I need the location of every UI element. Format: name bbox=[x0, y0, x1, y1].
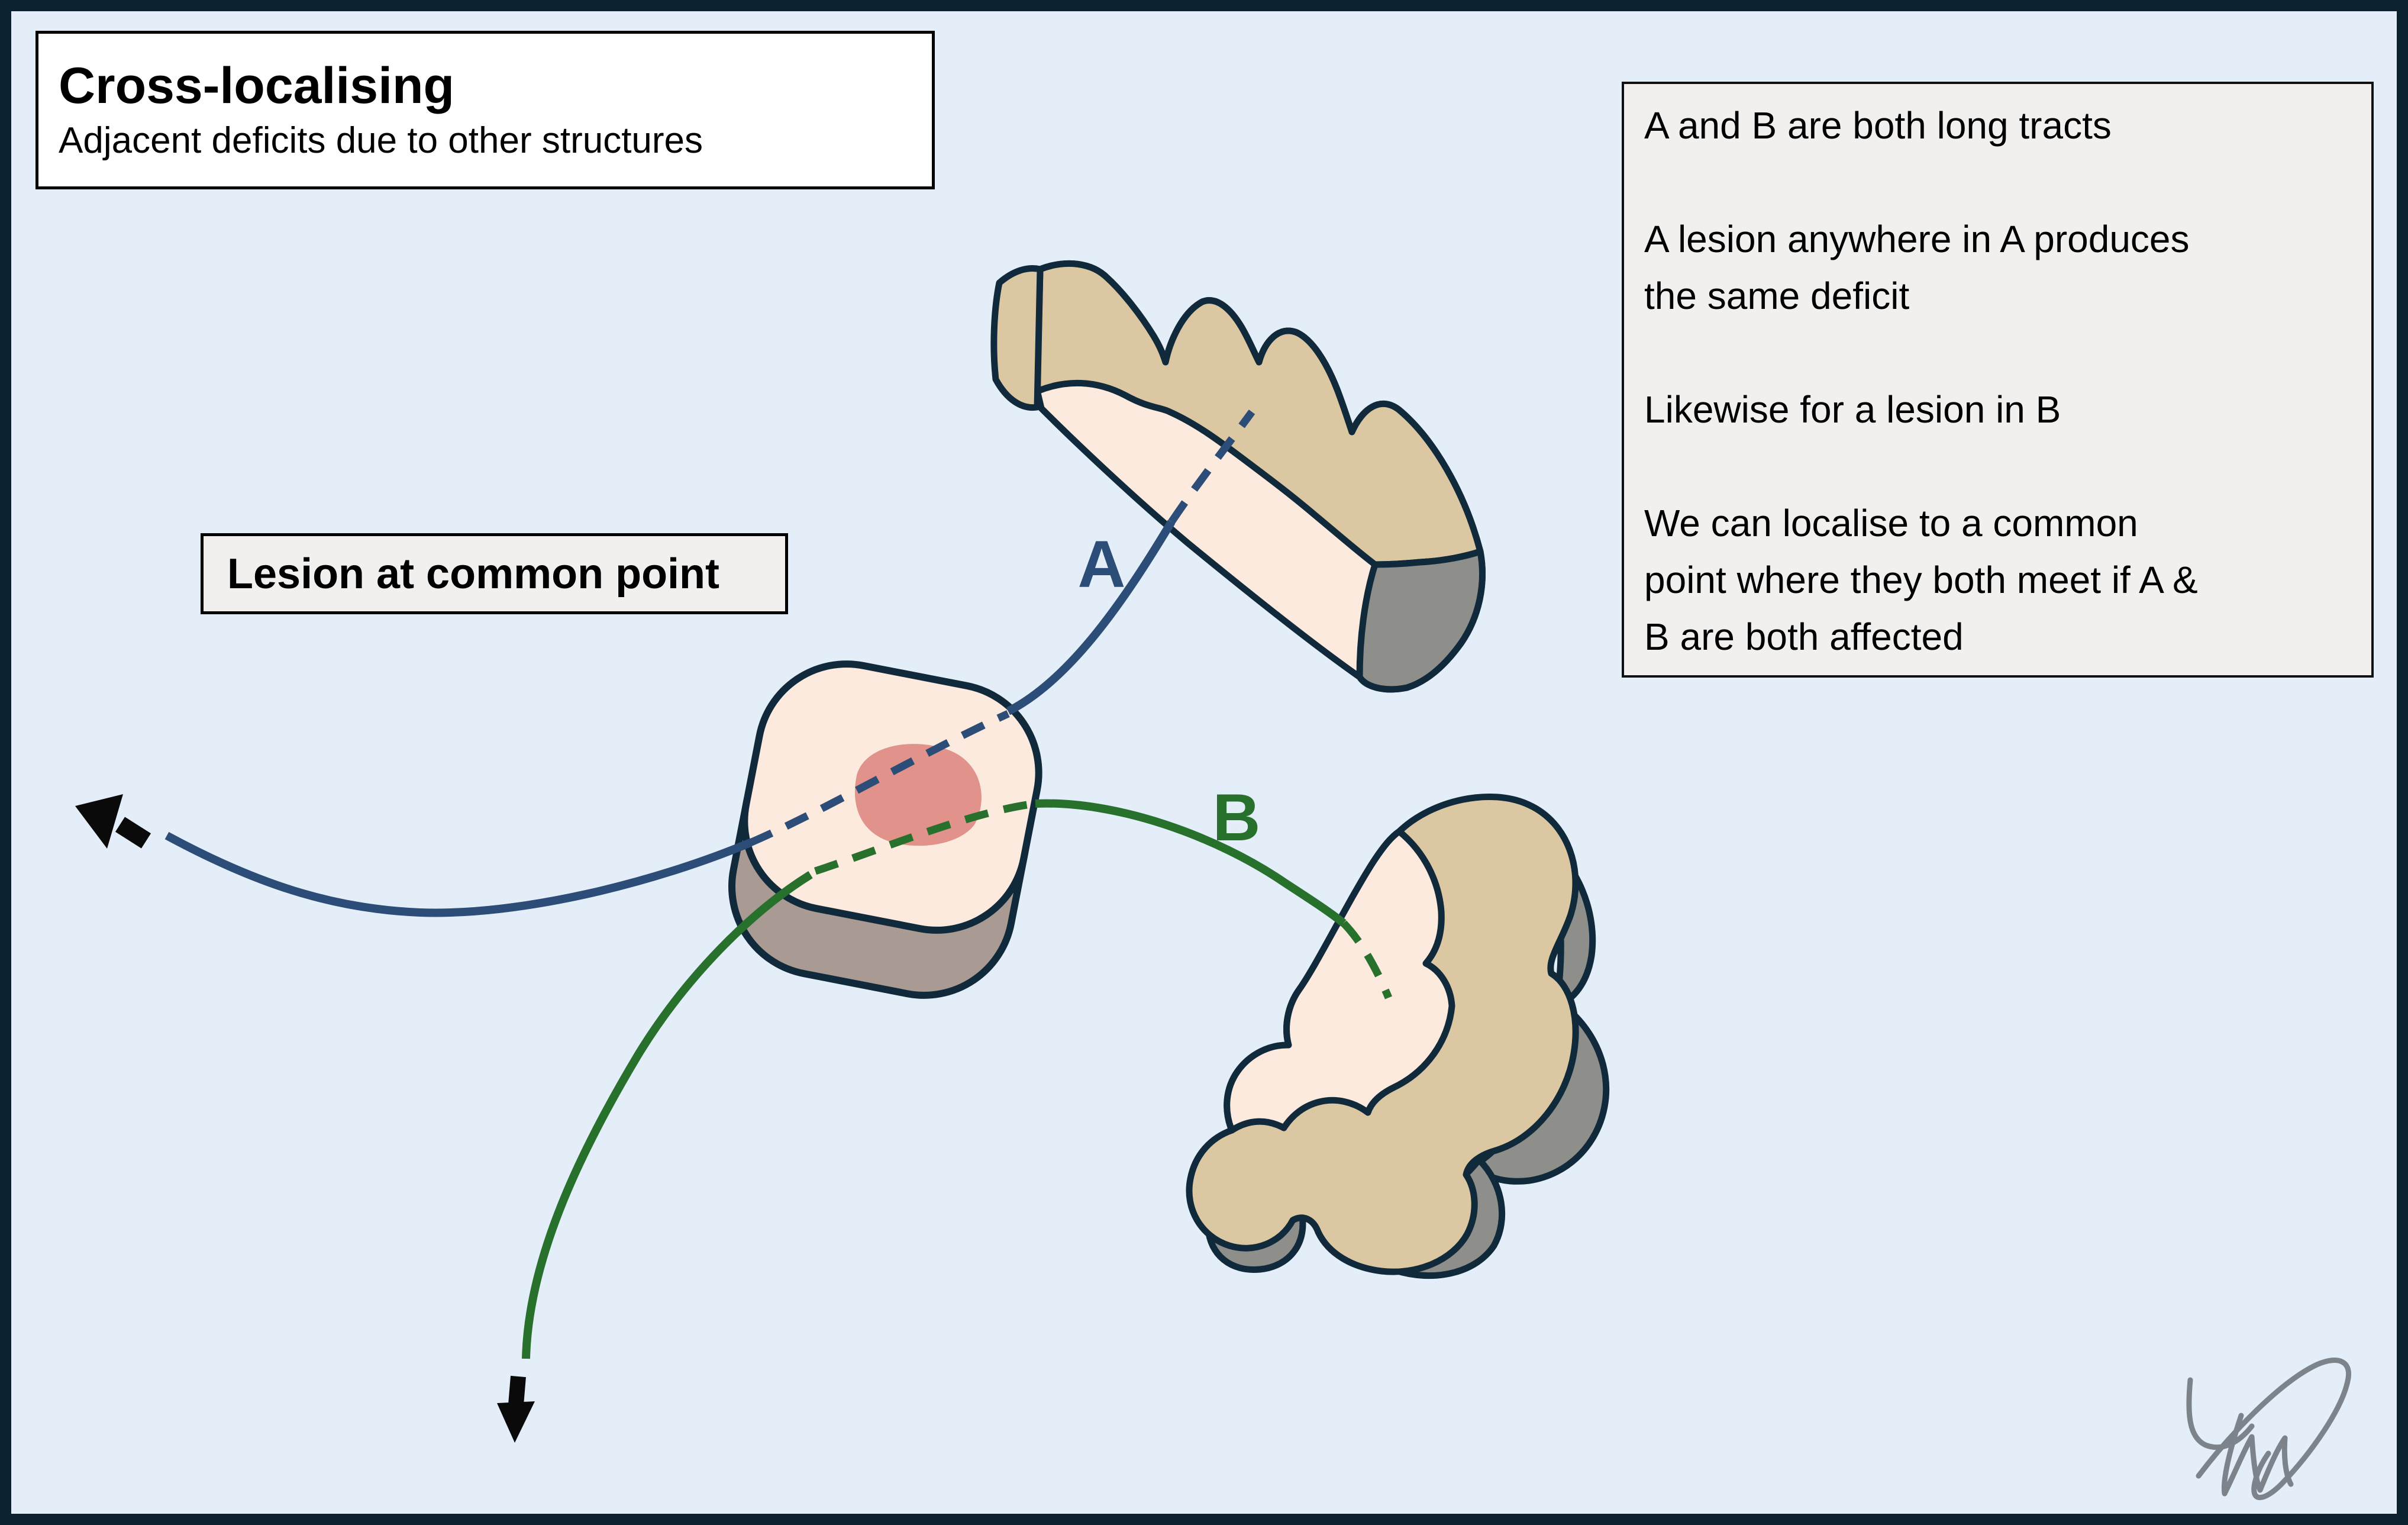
signature-stroke-2 bbox=[2196, 1358, 2351, 1500]
signature bbox=[2186, 1358, 2351, 1500]
tract-a-left-segment bbox=[164, 831, 752, 917]
info-line: B are both affected bbox=[1644, 615, 1964, 658]
arrow-down-head bbox=[497, 1401, 535, 1443]
info-line bbox=[1644, 154, 2351, 211]
arrow-left-head bbox=[75, 794, 123, 849]
tract-a-dashed-in-structure bbox=[1168, 410, 1255, 524]
structure-a-cut-face bbox=[1356, 548, 1486, 693]
lesion-label-box: Lesion at common point bbox=[201, 533, 788, 614]
tract-b-label: B bbox=[1213, 781, 1261, 855]
info-line: point where they both meet if A & bbox=[1644, 559, 2198, 601]
signature-stroke-1 bbox=[2186, 1377, 2255, 1450]
tract-a-label: A bbox=[1078, 527, 1126, 601]
tract-b-dashed-through-disc bbox=[814, 799, 1036, 875]
info-line bbox=[1644, 324, 2351, 381]
tract-a bbox=[164, 410, 1255, 917]
tract-a-dashed-through-disc bbox=[748, 710, 1010, 846]
title-box: Cross-localising Adjacent deficits due t… bbox=[35, 31, 935, 189]
info-line: A lesion anywhere in A produces bbox=[1644, 218, 2190, 260]
structure-a bbox=[990, 260, 1486, 693]
lesion-blob bbox=[854, 744, 982, 846]
info-line bbox=[1644, 438, 2351, 495]
arrow-left bbox=[75, 794, 151, 849]
info-box: A and B are both long tracts A lesion an… bbox=[1622, 82, 2374, 678]
page-subtitle: Adjacent deficits due to other structure… bbox=[59, 120, 703, 162]
page-title: Cross-localising bbox=[59, 57, 455, 114]
arrow-down-shaft bbox=[508, 1375, 526, 1406]
info-line: We can localise to a common bbox=[1644, 502, 2138, 544]
info-line: Likewise for a lesion in B bbox=[1644, 388, 2061, 431]
arrow-left-shaft bbox=[115, 817, 151, 849]
arrow-down bbox=[497, 1375, 535, 1443]
structure-b bbox=[1186, 793, 1610, 1279]
lesion-label: Lesion at common point bbox=[227, 550, 720, 598]
tract-b-right-segment bbox=[1035, 799, 1347, 927]
info-line: the same deficit bbox=[1644, 275, 1910, 317]
tract-a-right-segment bbox=[1006, 520, 1176, 715]
tract-b bbox=[522, 799, 1392, 1359]
tract-b-dashed-in-structure bbox=[1341, 920, 1392, 1000]
structure-a-end-cap bbox=[990, 265, 1044, 411]
tract-b-lower-segment bbox=[522, 871, 813, 1359]
structure-b-cut-face bbox=[1224, 828, 1455, 1134]
info-line: A and B are both long tracts bbox=[1644, 104, 2112, 147]
signature-stroke-3 bbox=[2221, 1413, 2294, 1497]
